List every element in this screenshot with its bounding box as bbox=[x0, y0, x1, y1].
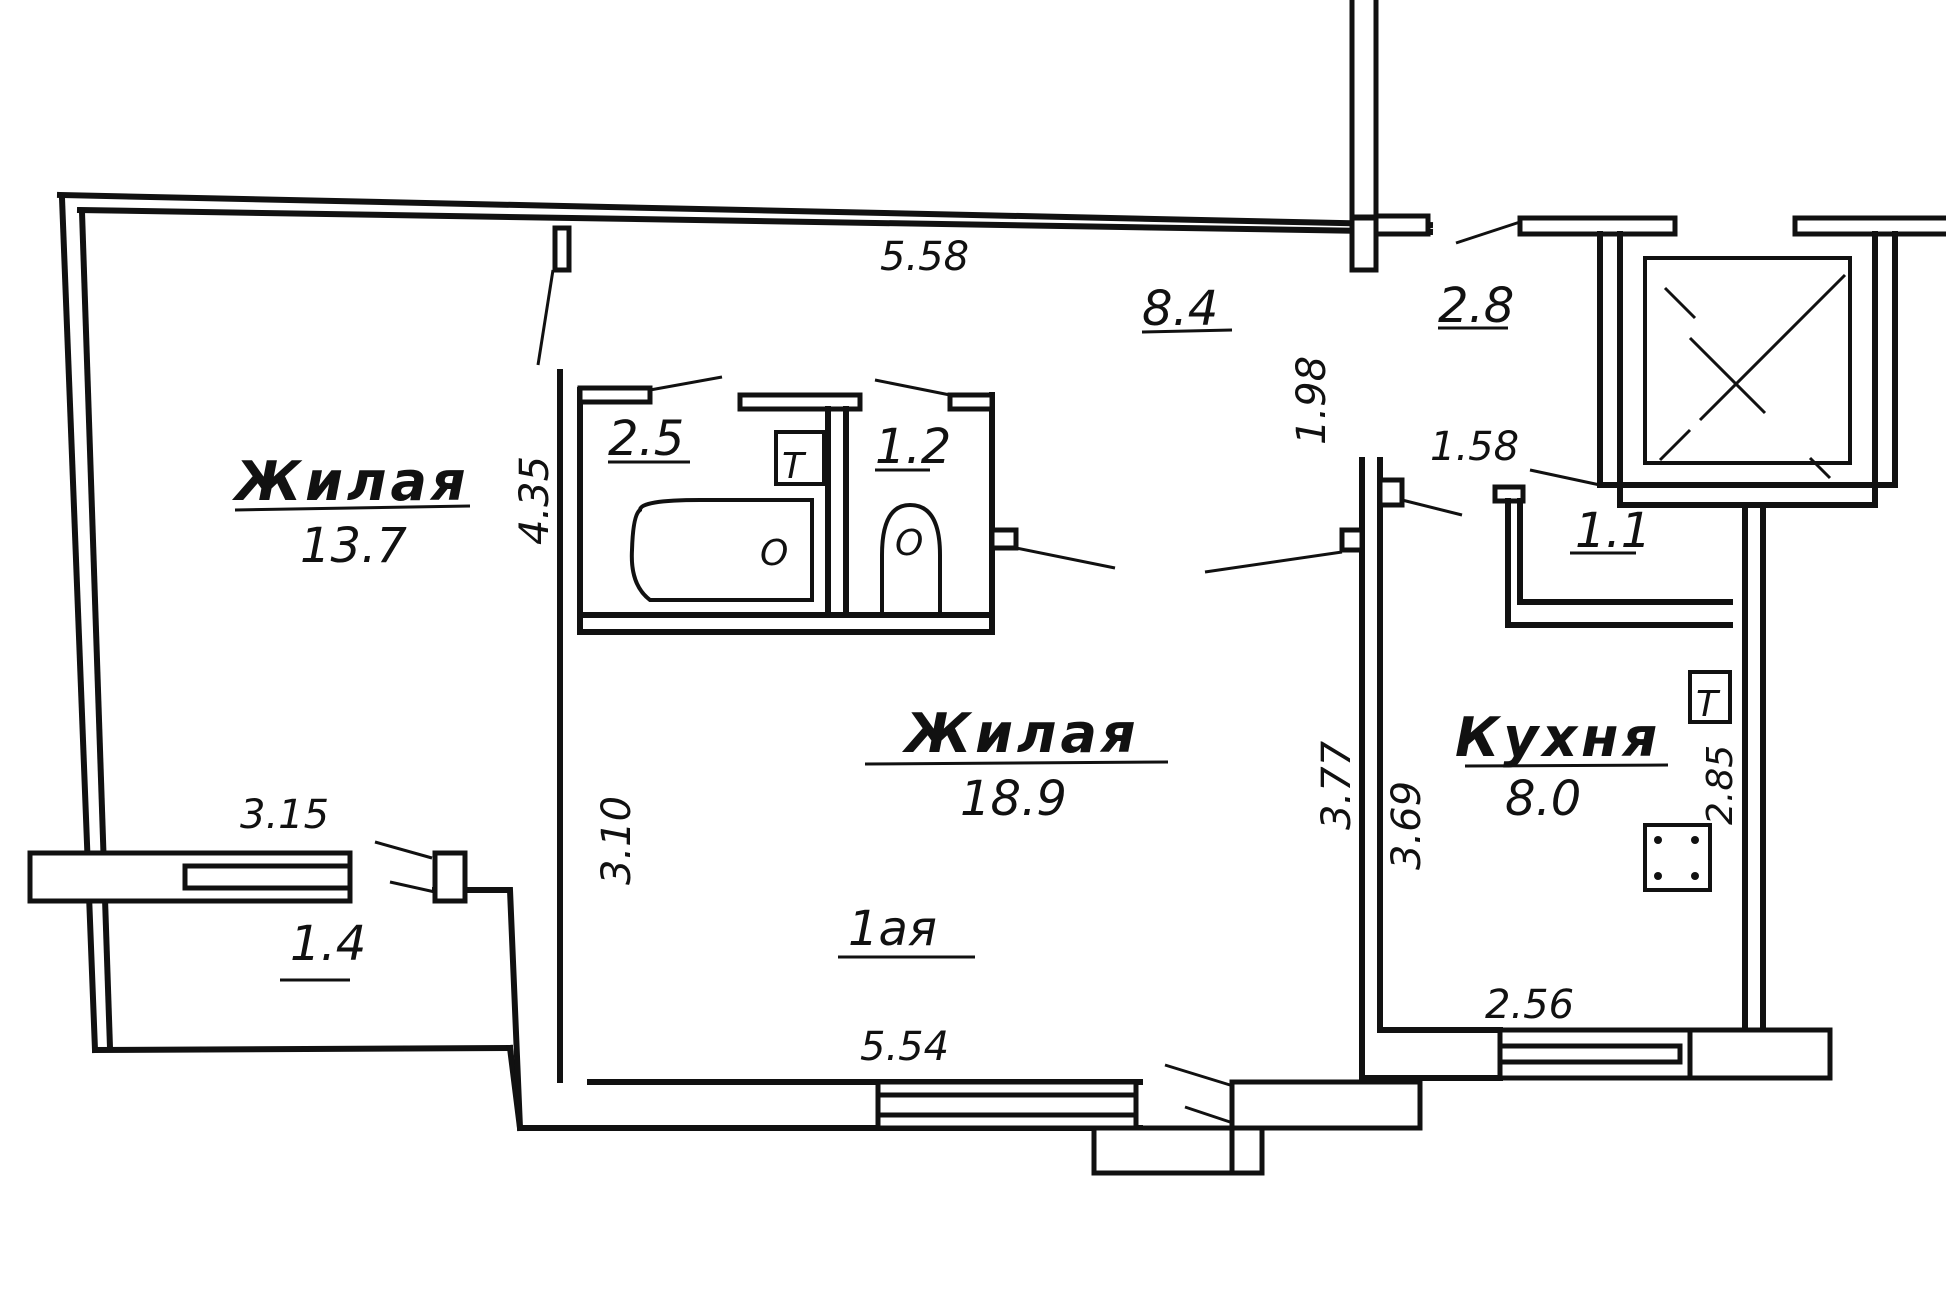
dim-bottom-wall: 5.54 bbox=[860, 1024, 949, 1070]
dimension-labels: 5.58 5.54 3.15 2.56 1.58 4.35 3.10 1.98 … bbox=[240, 234, 1741, 1070]
dim-balcony-width: 3.15 bbox=[240, 792, 329, 838]
dim-kitchen-height: 3.69 bbox=[1384, 781, 1430, 870]
bath-area: 2.5 bbox=[608, 411, 684, 467]
bathtub-icon bbox=[629, 498, 814, 602]
dim-left-room-height: 4.35 bbox=[512, 456, 558, 545]
elevator-shaft bbox=[1597, 231, 1898, 508]
dim-kitchen-side: 2.85 bbox=[1700, 745, 1741, 825]
storage bbox=[1492, 468, 1733, 628]
toilet-mark: Т bbox=[782, 446, 807, 487]
balcony-window bbox=[27, 840, 468, 904]
wc-mark: О bbox=[895, 523, 923, 564]
kitchen-walls: Т bbox=[1359, 502, 1833, 1081]
bath-mark: О bbox=[760, 533, 788, 574]
wc-area: 1.2 bbox=[875, 419, 951, 475]
kitchen-mark: Т bbox=[1696, 684, 1721, 725]
sink-icon bbox=[774, 430, 826, 486]
outer-walls bbox=[56, 191, 1434, 1132]
vestibule-area: 2.8 bbox=[1438, 278, 1514, 334]
kitchen-area: 8.0 bbox=[1505, 771, 1581, 827]
kitchen-partition bbox=[1204, 457, 1463, 1081]
kitchen-sink-icon bbox=[1688, 670, 1732, 724]
partial-room-label: 1ая bbox=[848, 901, 937, 957]
dim-corridor: 1.58 bbox=[1430, 424, 1519, 470]
dim-top-wall: 5.58 bbox=[880, 234, 969, 280]
stove-icon bbox=[1643, 823, 1712, 892]
dim-center-height: 3.77 bbox=[1314, 740, 1360, 830]
toilet-icon bbox=[880, 502, 942, 615]
storage-area: 1.1 bbox=[1575, 503, 1651, 559]
bath-block: О Т О bbox=[557, 369, 1116, 1083]
hall-area: 8.4 bbox=[1142, 281, 1218, 337]
dim-left-room-lower: 3.10 bbox=[594, 796, 640, 885]
riser bbox=[1349, 0, 1379, 273]
dim-hall-height: 1.98 bbox=[1289, 356, 1335, 445]
living-center-area: 18.9 bbox=[960, 771, 1067, 827]
room-labels: Жилая 13.7 Жилая 18.9 Кухня 8.0 8.4 2.8 … bbox=[231, 278, 1669, 982]
entry-walls bbox=[1373, 213, 1946, 245]
living-center-label: Жилая bbox=[901, 702, 1140, 765]
left-room-door bbox=[536, 225, 572, 366]
living-left-area: 13.7 bbox=[300, 518, 407, 574]
bottom-window bbox=[875, 1063, 1423, 1176]
living-left-label: Жилая bbox=[231, 450, 470, 513]
dim-kitchen-width: 2.56 bbox=[1485, 982, 1574, 1028]
kitchen-label: Кухня bbox=[1455, 706, 1661, 769]
balcony-area: 1.4 bbox=[290, 916, 366, 972]
